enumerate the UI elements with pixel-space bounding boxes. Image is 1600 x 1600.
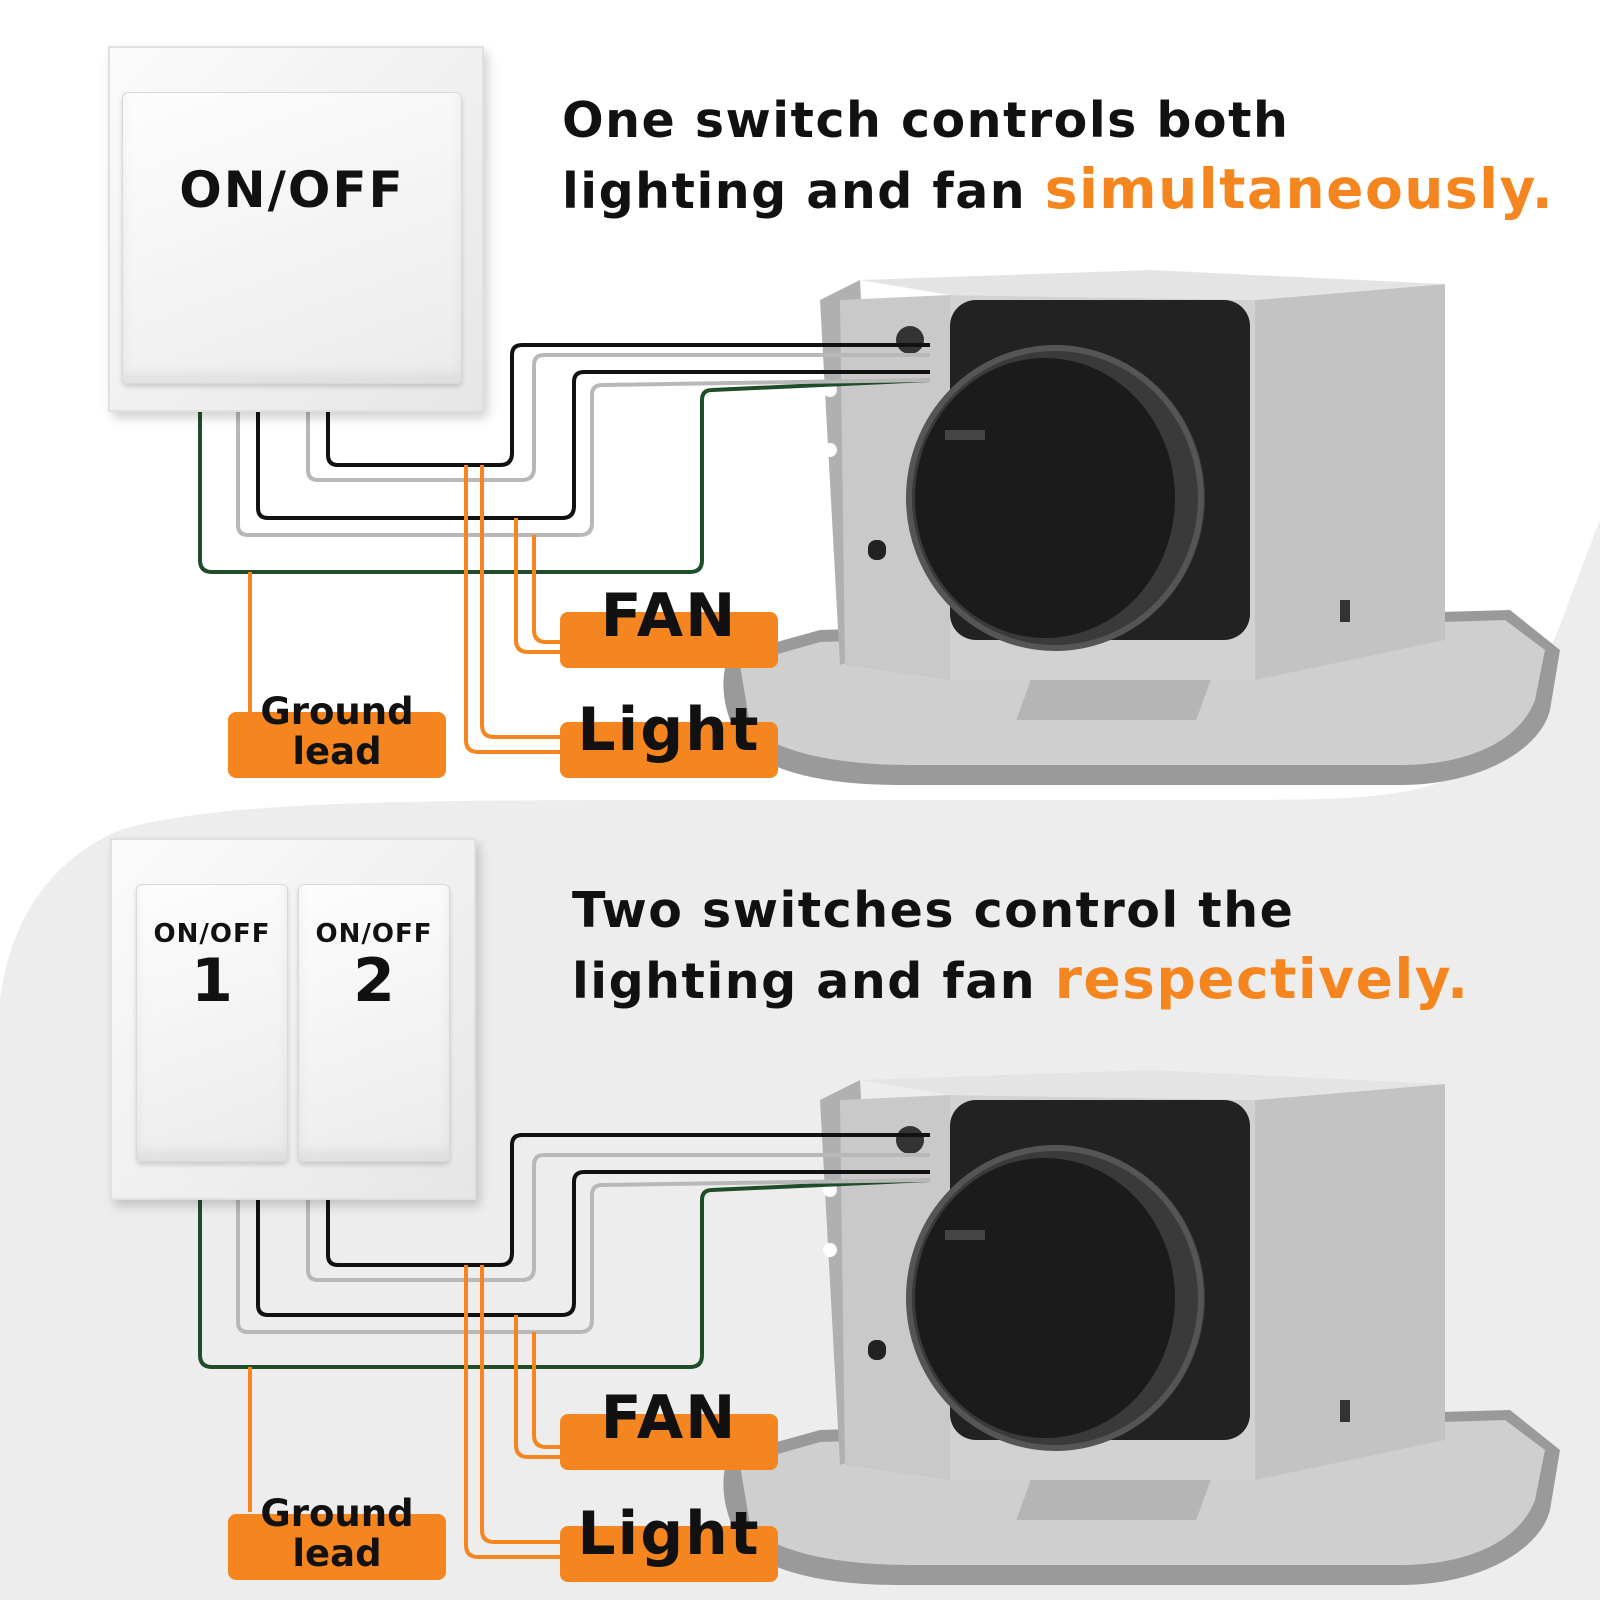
on-off-switch-2-button[interactable]: ON/OFF 2 [298,884,450,1162]
panel2-headline-accent: respectively. [1054,947,1470,1011]
ground-lead-tag-2-label: Ground lead [228,1494,446,1574]
ground-lead-tag-1-label: Ground lead [228,692,446,772]
ground-lead-tag-1-line2: lead [292,730,382,773]
ground-lead-tag-1-line1: Ground [260,690,414,733]
panel2-headline-line2: lighting and fan [572,953,1055,1010]
light-tag-2-label: Light [577,1499,761,1569]
fan-tag-2 [560,1414,778,1470]
panel2-headline: Two switches control the lighting and fa… [572,876,1470,1016]
exhaust-fan-unit-2 [723,1070,1560,1585]
on-off-switch-1-button[interactable]: ON/OFF 1 [136,884,288,1162]
wiring-diagram-2 [198,1133,931,1559]
ground-lead-tag-2-line2: lead [292,1532,382,1575]
switch-2-label: ON/OFF [315,919,433,949]
switch-1-label: ON/OFF [153,919,271,949]
wall-switch-plate-1: ON/OFF [108,46,484,412]
light-tag-1 [560,722,778,778]
exhaust-fan-unit-1 [723,270,1560,785]
panel1-headline-accent: simultaneously. [1044,157,1555,221]
fan-tag-1-label: FAN [600,581,738,651]
ground-lead-tag-1 [228,712,446,778]
fan-tag-2-label: FAN [600,1383,738,1453]
panel2-headline-line1: Two switches control the [572,882,1295,939]
fan-tag-1 [560,612,778,668]
wall-switch-plate-2: ON/OFF 1 ON/OFF 2 [110,838,476,1200]
panel1-headline-line2: lighting and fan [562,163,1045,220]
light-tag-2 [560,1526,778,1582]
on-off-switch-1-label: ON/OFF [179,161,405,219]
panel1-headline: One switch controls both lighting and fa… [562,86,1554,226]
on-off-switch-1[interactable]: ON/OFF [122,92,462,384]
switch-1-number: 1 [191,946,233,1016]
panel1-headline-line1: One switch controls both [562,92,1290,149]
light-tag-1-label: Light [577,695,761,765]
ground-lead-tag-2-line1: Ground [260,1492,414,1535]
switch-2-number: 2 [353,946,395,1016]
ground-lead-tag-2 [228,1514,446,1580]
wiring-diagram-1 [198,343,931,754]
